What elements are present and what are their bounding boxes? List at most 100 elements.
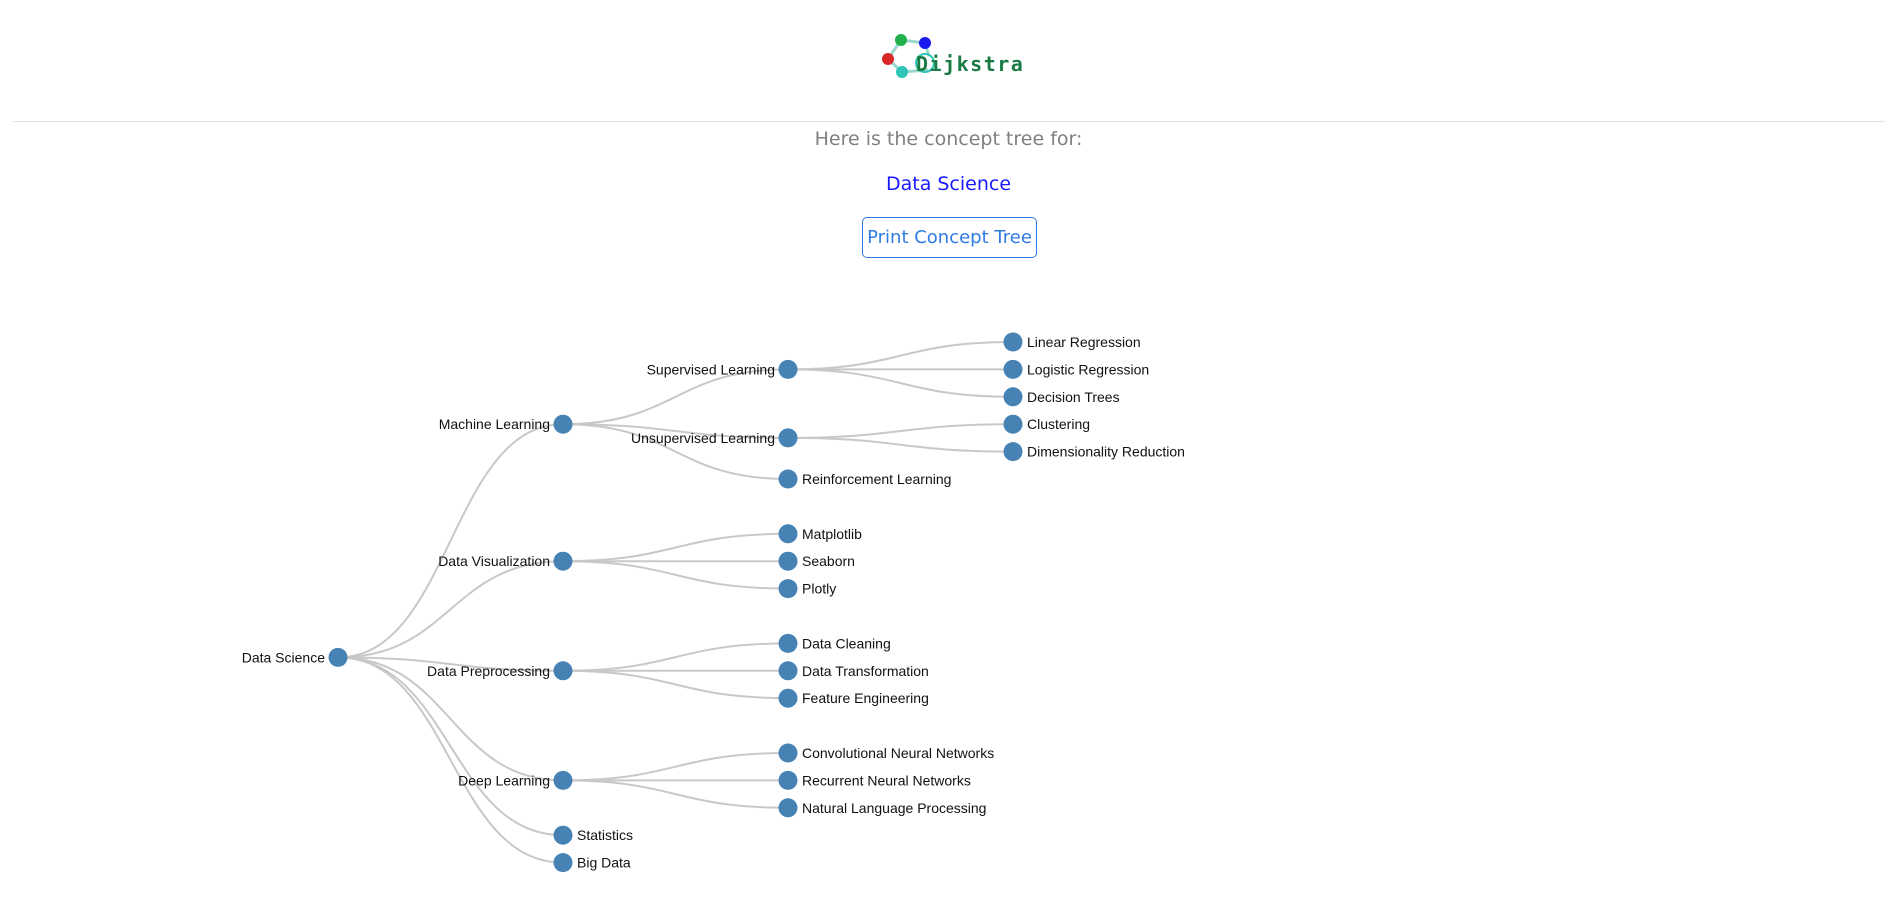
tree-link xyxy=(337,656,564,837)
tree-node-matplotlib[interactable]: Matplotlib xyxy=(778,524,863,544)
tree-node-unsupervised-learning[interactable]: Unsupervised Learning xyxy=(631,428,798,448)
dijkstra-logo[interactable]: Dijkstra xyxy=(880,30,1023,82)
tree-node-deep-learning[interactable]: Deep Learning xyxy=(458,770,573,790)
tree-node-supervised-learning[interactable]: Supervised Learning xyxy=(647,359,798,379)
tree-node-big-data[interactable]: Big Data xyxy=(553,853,631,873)
node-circle[interactable] xyxy=(778,661,798,681)
node-circle[interactable] xyxy=(778,359,798,379)
node-label: Linear Regression xyxy=(1027,334,1141,350)
node-circle[interactable] xyxy=(553,661,573,681)
node-circle[interactable] xyxy=(1003,359,1023,379)
node-circle[interactable] xyxy=(553,825,573,845)
tree-node-reinforcement-learning[interactable]: Reinforcement Learning xyxy=(778,469,952,489)
tree-node-plotly[interactable]: Plotly xyxy=(778,579,837,599)
tree-node-data-science[interactable]: Data Science xyxy=(242,647,348,667)
node-circle[interactable] xyxy=(778,743,798,763)
node-label: Plotly xyxy=(802,581,836,597)
tree-link xyxy=(562,423,789,439)
tree-link xyxy=(562,779,789,809)
print-concept-tree-button[interactable]: Print Concept Tree xyxy=(862,217,1037,258)
tree-node-data-preprocessing[interactable]: Data Preprocessing xyxy=(427,661,573,681)
tree-node-decision-trees[interactable]: Decision Trees xyxy=(1003,387,1120,407)
node-circle[interactable] xyxy=(553,853,573,873)
tree-node-data-visualization[interactable]: Data Visualization xyxy=(438,551,573,571)
node-label: Convolutional Neural Networks xyxy=(802,745,994,761)
tree-link xyxy=(562,669,789,700)
node-circle[interactable] xyxy=(778,633,798,653)
node-label: Deep Learning xyxy=(458,772,550,788)
tree-node-clustering[interactable]: Clustering xyxy=(1003,414,1091,434)
node-circle[interactable] xyxy=(778,579,798,599)
header-divider xyxy=(13,121,1885,122)
tree-link xyxy=(337,656,564,672)
node-circle[interactable] xyxy=(778,770,798,790)
intro-text: Here is the concept tree for: xyxy=(814,128,1083,150)
logo-text: Dijkstra xyxy=(916,52,1025,76)
tree-node-seaborn[interactable]: Seaborn xyxy=(778,551,855,571)
node-circle[interactable] xyxy=(553,770,573,790)
tree-link xyxy=(562,642,789,672)
tree-node-feature-engineering[interactable]: Feature Engineering xyxy=(778,688,929,708)
node-label: Data Science xyxy=(242,649,325,665)
tree-node-data-cleaning[interactable]: Data Cleaning xyxy=(778,633,891,653)
tree-node-recurrent-neural-networks[interactable]: Recurrent Neural Networks xyxy=(778,770,971,790)
node-circle[interactable] xyxy=(1003,442,1023,462)
node-circle[interactable] xyxy=(1003,414,1023,434)
tree-nodes: Data Science Machine Learning Supervised L… xyxy=(242,332,1185,873)
tree-link xyxy=(562,560,789,590)
tree-link xyxy=(787,341,1014,371)
node-label: Data Preprocessing xyxy=(427,663,550,679)
tree-link xyxy=(562,532,789,563)
node-label: Matplotlib xyxy=(802,526,862,542)
node-circle[interactable] xyxy=(778,524,798,544)
tree-link xyxy=(337,656,564,864)
site-header: Dijkstra xyxy=(0,0,1897,122)
node-circle[interactable] xyxy=(1003,332,1023,352)
node-label: Machine Learning xyxy=(439,416,550,432)
node-circle[interactable] xyxy=(1003,387,1023,407)
tree-link xyxy=(337,656,564,782)
tree-node-machine-learning[interactable]: Machine Learning xyxy=(439,414,573,434)
tree-node-logistic-regression[interactable]: Logistic Regression xyxy=(1003,359,1150,379)
node-label: Big Data xyxy=(577,855,631,871)
topic-title: Data Science xyxy=(885,173,1012,195)
node-circle[interactable] xyxy=(553,414,573,434)
tree-link xyxy=(562,368,789,426)
node-label: Natural Language Processing xyxy=(802,800,986,816)
node-label: Data Cleaning xyxy=(802,635,891,651)
node-circle[interactable] xyxy=(778,798,798,818)
node-label: Feature Engineering xyxy=(802,690,929,706)
node-label: Clustering xyxy=(1027,416,1090,432)
node-label: Dimensionality Reduction xyxy=(1027,444,1185,460)
node-circle[interactable] xyxy=(778,688,798,708)
node-label: Statistics xyxy=(577,827,633,843)
node-label: Data Visualization xyxy=(438,553,550,569)
tree-link xyxy=(787,423,1014,439)
logo-graph-icon xyxy=(882,34,935,78)
node-label: Supervised Learning xyxy=(647,361,775,377)
node-label: Reinforcement Learning xyxy=(802,471,951,487)
node-circle[interactable] xyxy=(778,469,798,489)
tree-node-natural-language-processing[interactable]: Natural Language Processing xyxy=(778,798,987,818)
node-circle[interactable] xyxy=(778,551,798,571)
tree-link xyxy=(337,560,564,659)
tree-link xyxy=(562,423,789,480)
tree-node-dimensionality-reduction[interactable]: Dimensionality Reduction xyxy=(1003,442,1185,462)
tree-link xyxy=(787,368,1014,398)
node-label: Decision Trees xyxy=(1027,389,1120,405)
node-circle[interactable] xyxy=(553,551,573,571)
tree-link xyxy=(337,423,564,659)
node-circle[interactable] xyxy=(778,428,798,448)
tree-node-convolutional-neural-networks[interactable]: Convolutional Neural Networks xyxy=(778,743,995,763)
tree-node-linear-regression[interactable]: Linear Regression xyxy=(1003,332,1141,352)
node-circle[interactable] xyxy=(328,647,348,667)
node-label: Data Transformation xyxy=(802,663,929,679)
node-label: Unsupervised Learning xyxy=(631,430,775,446)
tree-link xyxy=(562,752,789,782)
node-label: Recurrent Neural Networks xyxy=(802,772,971,788)
tree-node-statistics[interactable]: Statistics xyxy=(553,825,634,845)
tree-node-data-transformation[interactable]: Data Transformation xyxy=(778,661,929,681)
node-label: Logistic Regression xyxy=(1027,361,1149,377)
